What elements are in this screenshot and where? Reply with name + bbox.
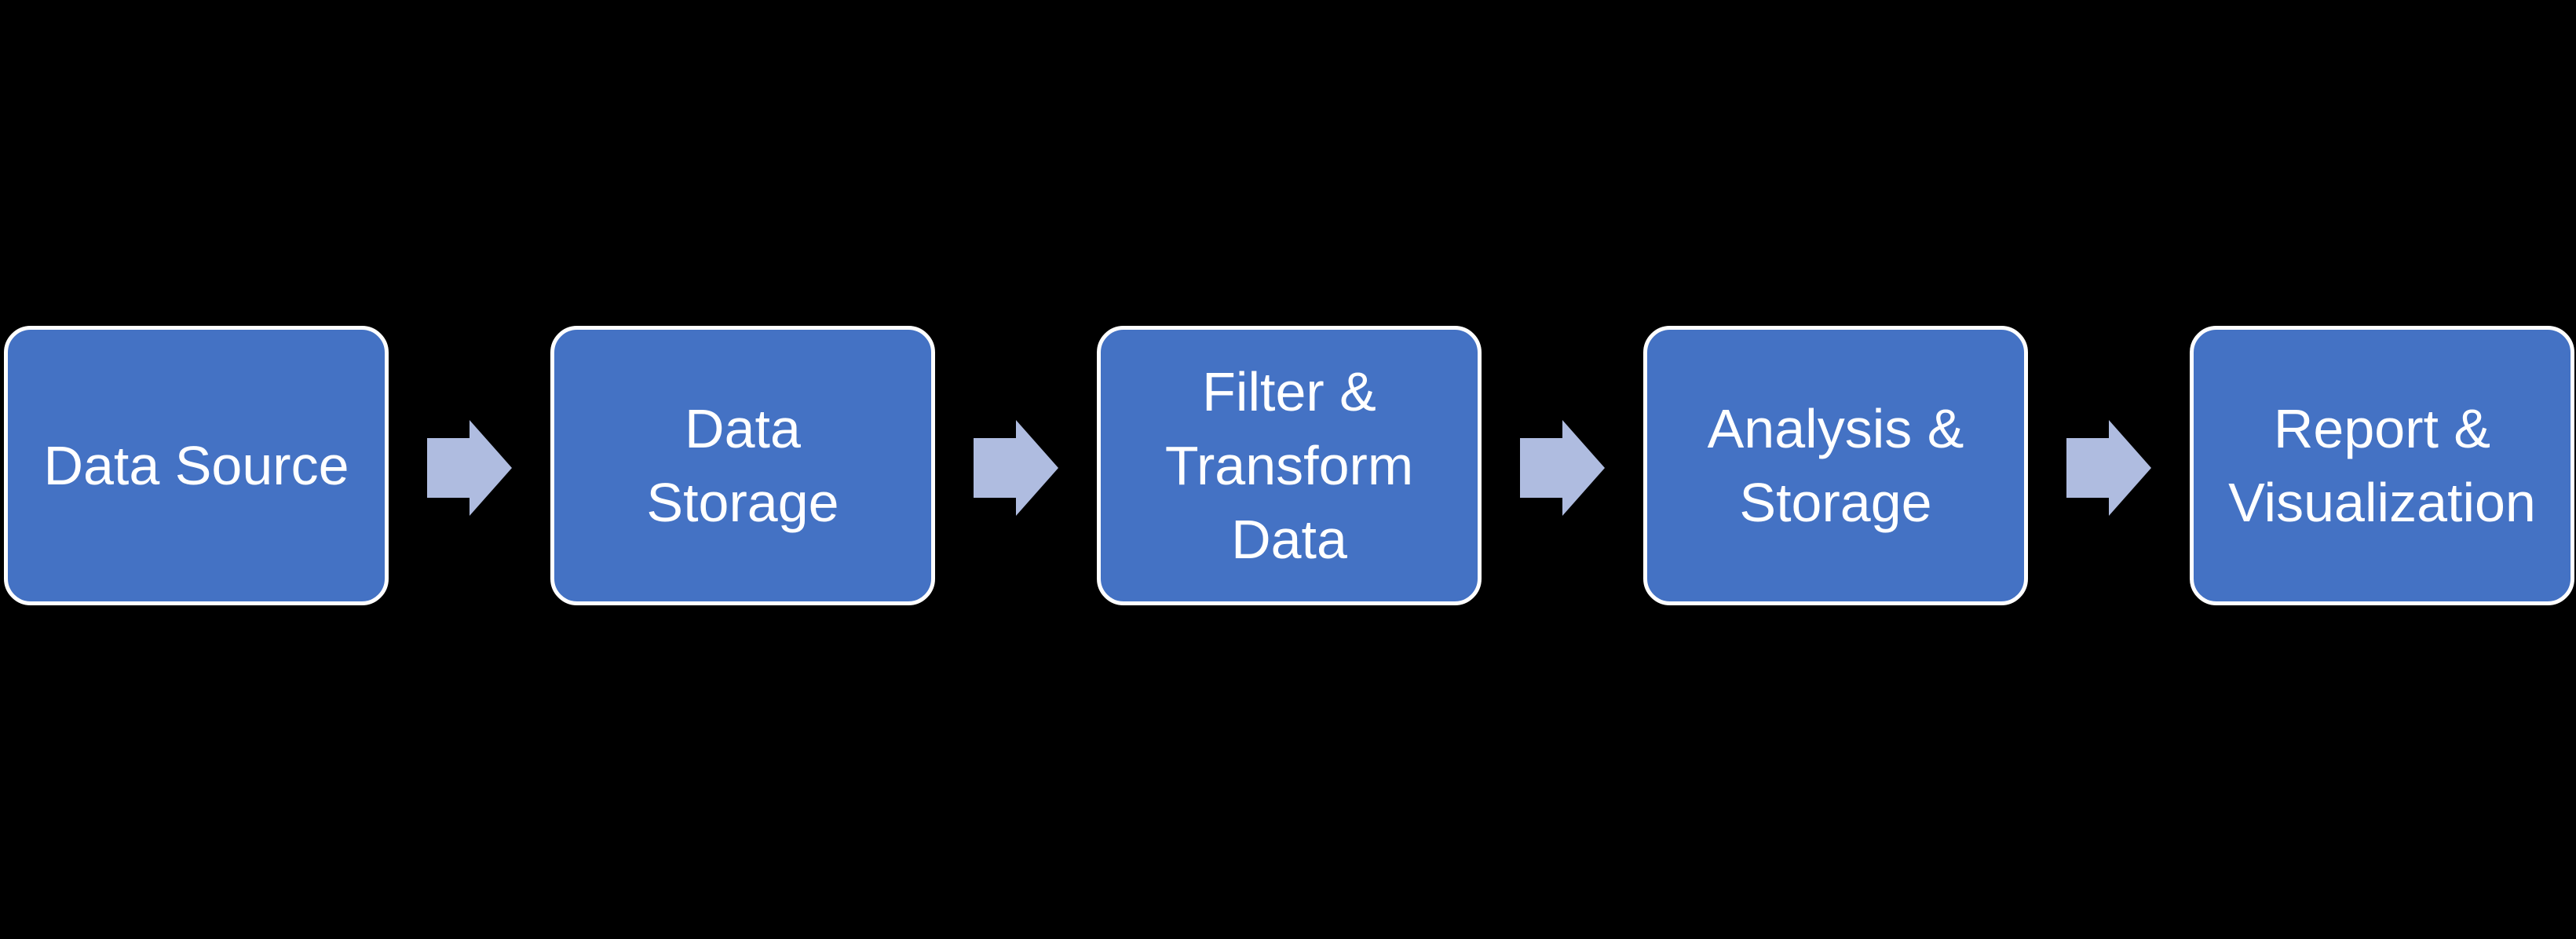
flow-arrow-cell xyxy=(935,328,1097,608)
step-label-report-visualization: Report &Visualization xyxy=(2228,398,2536,533)
step-box-data-source: Data Source xyxy=(4,326,389,605)
flow-arrow-cell xyxy=(1482,328,1643,608)
step-box-analysis-storage: Analysis &Storage xyxy=(1643,326,2028,605)
flow-arrow-cell xyxy=(389,328,550,608)
flow-arrow-cell xyxy=(2028,328,2190,608)
right-arrow-icon xyxy=(2066,420,2151,516)
right-arrow-icon xyxy=(974,420,1058,516)
step-label-analysis-storage: Analysis &Storage xyxy=(1707,398,1964,533)
right-arrow-icon xyxy=(427,420,512,516)
step-box-report-visualization: Report &Visualization xyxy=(2190,326,2574,605)
right-arrow-icon xyxy=(1520,420,1605,516)
step-label-data-source: Data Source xyxy=(43,435,349,496)
